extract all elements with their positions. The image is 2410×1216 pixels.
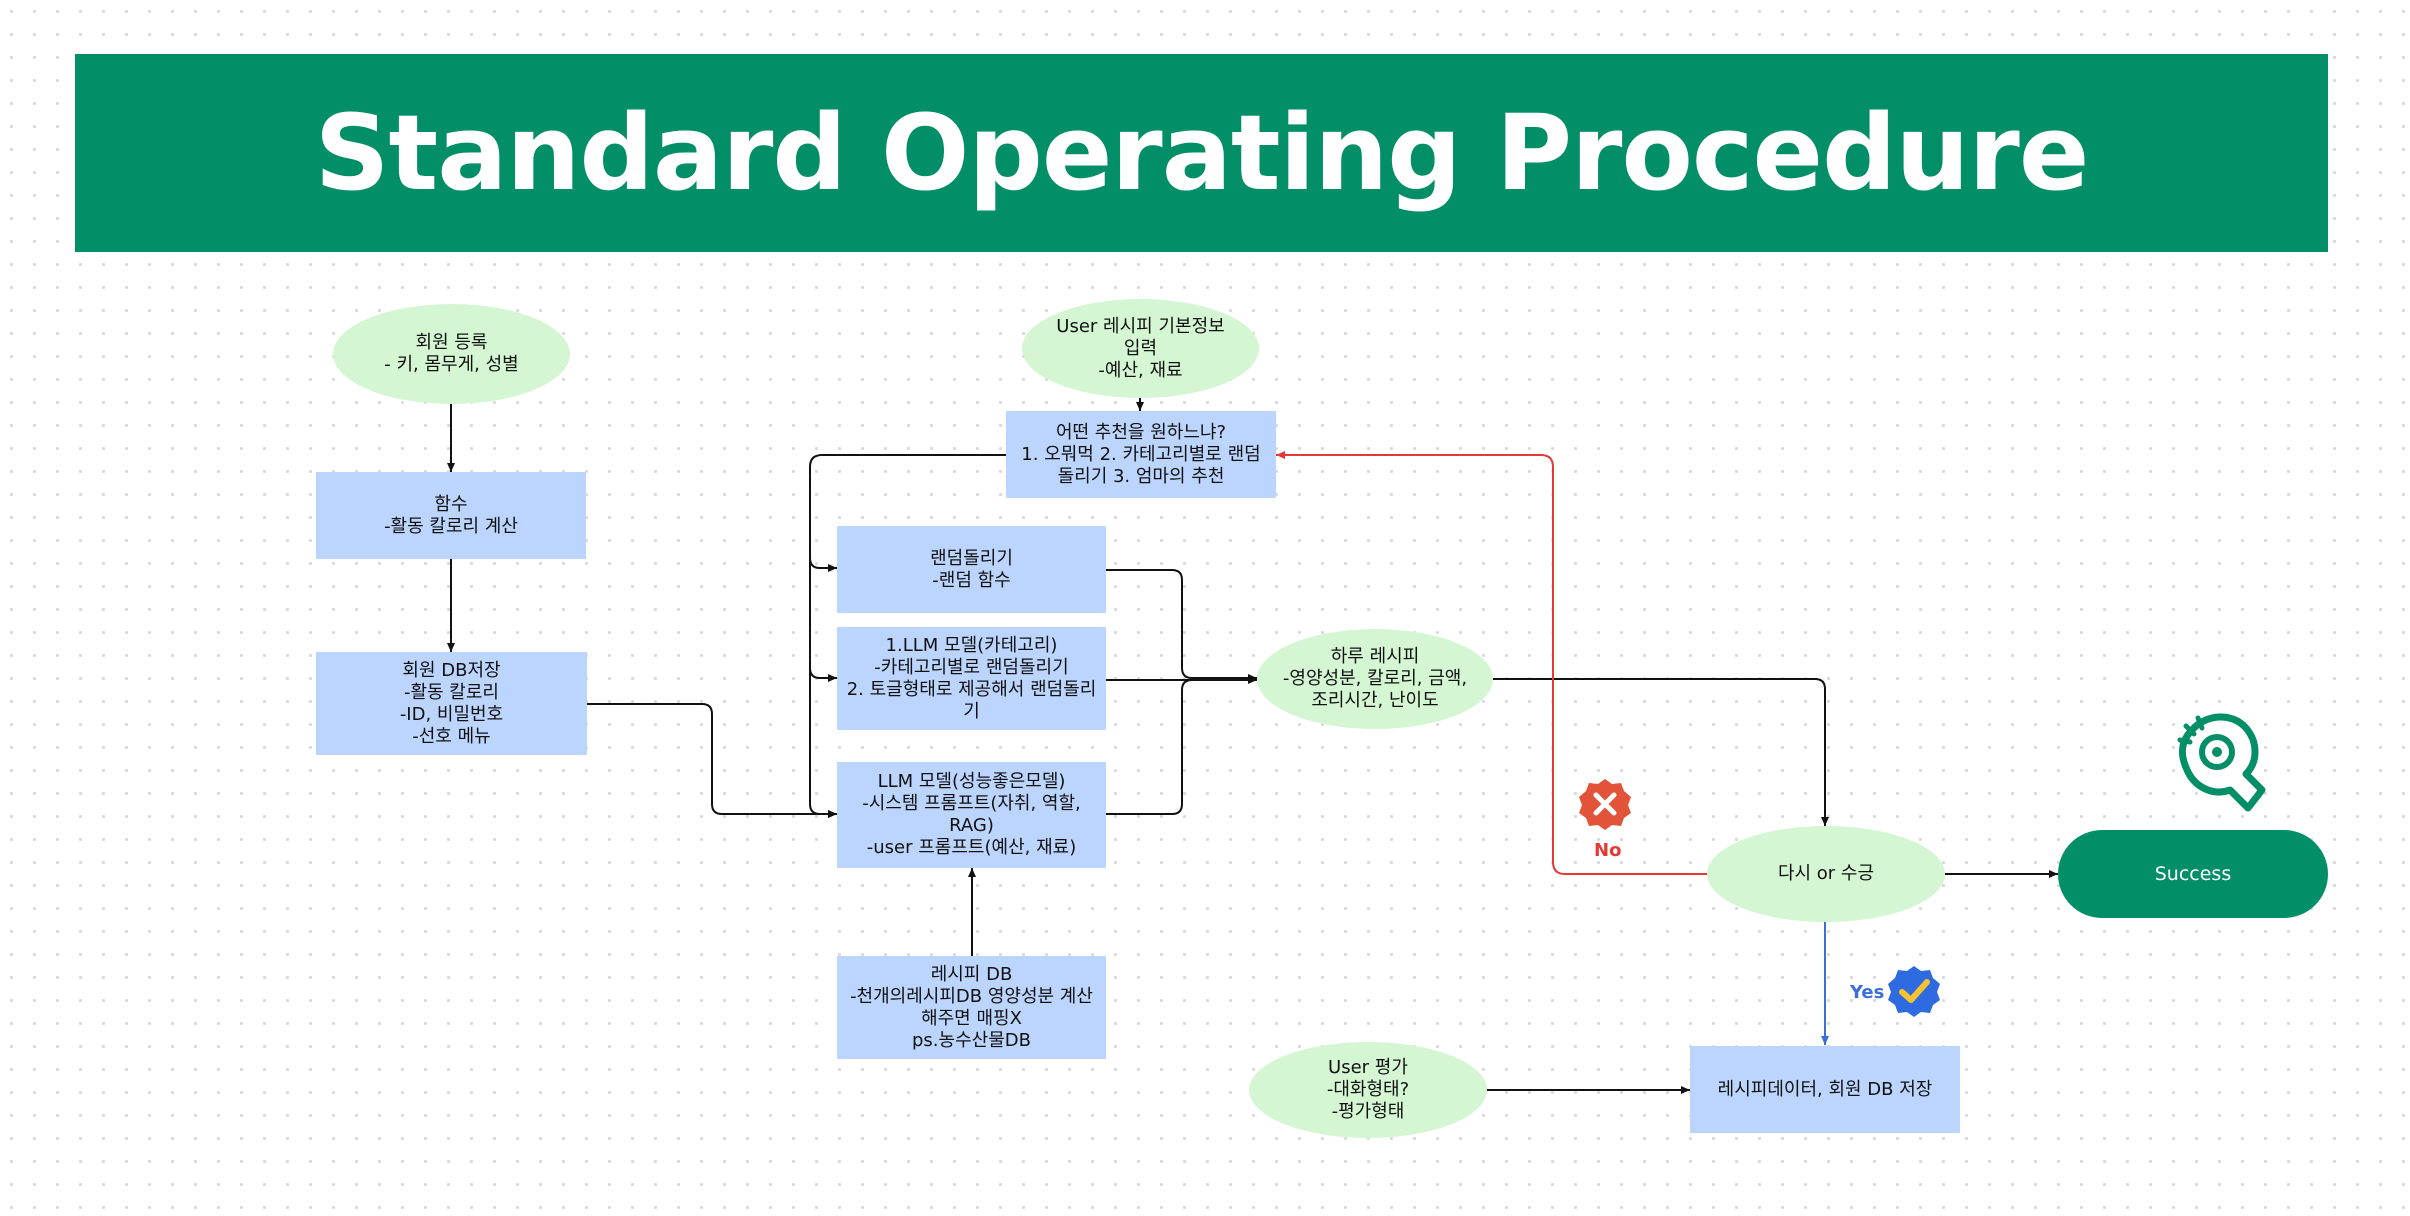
save-db-node: 레시피데이터, 회원 DB 저장 [1690, 1046, 1960, 1133]
success-node: Success [2058, 830, 2328, 918]
hand-coin-icon [2172, 712, 2272, 817]
daily-recipe-node: 하루 레시피 -영양성분, 칼로리, 금액, 조리시간, 난이도 [1257, 629, 1493, 729]
retry-or-accept-node: 다시 or 수긍 [1707, 826, 1945, 922]
x-badge-icon [1578, 777, 1632, 831]
no-label: No [1594, 840, 1622, 861]
llm-category-node: 1.LLM 모델(카테고리) -카테고리별로 랜덤돌리기 2. 토글형태로 제공… [837, 627, 1106, 730]
title-banner: Standard Operating Procedure [75, 54, 2328, 252]
edge-no-loop [1276, 451, 1707, 875]
edge-db-to-llm-good [587, 703, 837, 818]
which-reco-node: 어떤 추천을 원하느냐? 1. 오뭐먹 2. 카테고리별로 랜덤 돌리기 3. … [1006, 411, 1276, 498]
user-input-node: User 레시피 기본정보 입력 -예산, 재료 [1022, 299, 1259, 398]
llm-good-node: LLM 모델(성능좋은모델) -시스템 프롬프트(자취, 역할, RAG) -u… [837, 762, 1106, 868]
yes-label: Yes [1850, 982, 1885, 1003]
edge-random-to-daily [1106, 569, 1257, 682]
edge-branch-to-llm-category [809, 667, 837, 682]
check-badge-icon [1887, 964, 1941, 1018]
page-title: Standard Operating Procedure [314, 92, 2090, 214]
recipe-db-node: 레시피 DB -천개의레시피DB 영양성분 계산 해주면 매핑X ps.농수산물… [837, 956, 1106, 1059]
edge-branch-to-random [809, 557, 837, 572]
function-calc-node: 함수 -활동 칼로리 계산 [316, 472, 586, 559]
edge-daily-to-retry [1493, 678, 1829, 826]
edge-llm-good-to-daily [1106, 679, 1193, 815]
member-db-node: 회원 DB저장 -활동 칼로리 -ID, 비밀번호 -선호 메뉴 [316, 652, 587, 755]
random-node: 랜덤돌리기 -랜덤 함수 [837, 526, 1106, 613]
edge-which-branch [809, 454, 1006, 818]
user-eval-node: User 평가 -대화형태? -평가형태 [1249, 1042, 1487, 1138]
member-register-node: 회원 등록 - 키, 몸무게, 성별 [333, 304, 570, 404]
